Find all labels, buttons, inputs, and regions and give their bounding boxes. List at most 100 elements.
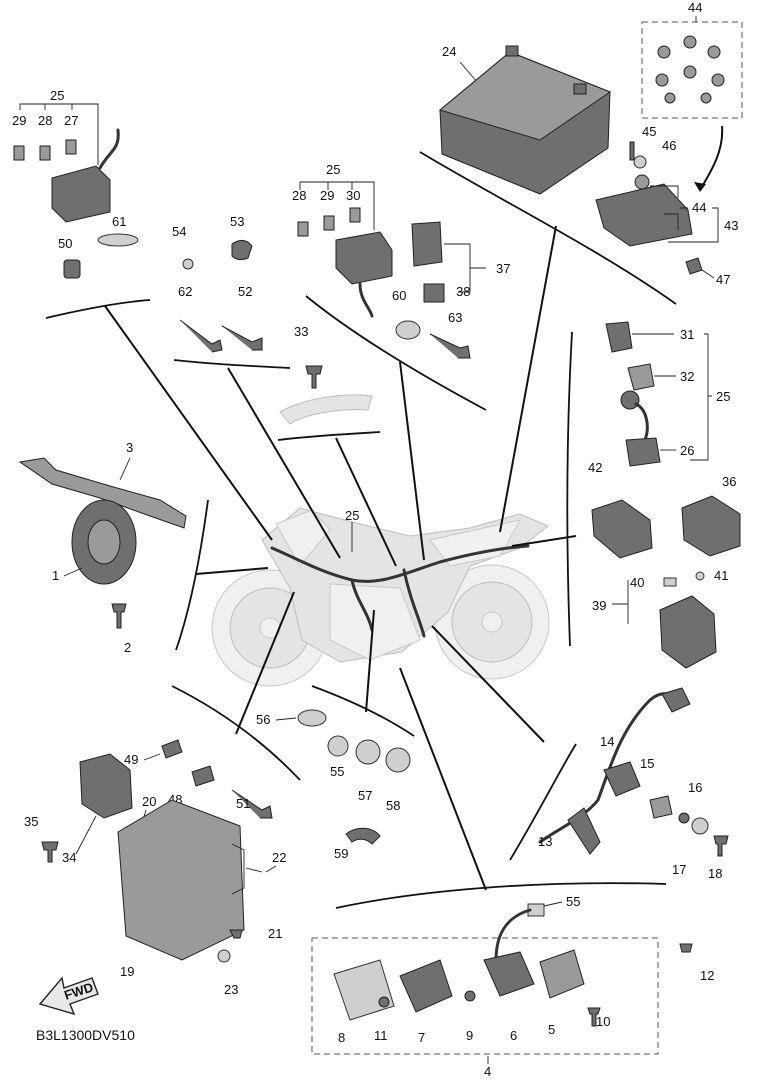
ecu-bracket-icon <box>595 183 693 247</box>
cable-tie-icon <box>179 319 223 353</box>
spacer-icon <box>649 795 673 819</box>
label-36: 36 <box>722 474 736 489</box>
label-46: 46 <box>662 138 676 153</box>
sensor-coupler-icon <box>661 687 691 713</box>
label-6: 6 <box>510 1028 517 1043</box>
label-47: 47 <box>716 272 730 287</box>
fuse-icon <box>13 145 25 161</box>
label-29-center: 29 <box>320 188 334 203</box>
bolt-icon <box>229 929 243 939</box>
label-17: 17 <box>672 862 686 877</box>
label-59: 59 <box>334 846 348 861</box>
label-34: 34 <box>62 850 76 865</box>
label-4: 4 <box>484 1064 491 1079</box>
label-14: 14 <box>600 734 614 749</box>
bolt-icon <box>679 943 693 953</box>
electrical-bracket-icon <box>117 799 245 961</box>
coupler-icon <box>627 363 655 391</box>
relay-fuse-group-center: 25 28 29 30 37 38 60 63 <box>292 162 510 411</box>
label-44-right: 44 <box>692 200 706 215</box>
label-55-center: 55 <box>330 764 344 779</box>
tilt-sensor-icon <box>79 753 133 819</box>
battery-top-icon <box>438 51 612 141</box>
label-52: 52 <box>238 284 252 299</box>
label-33: 33 <box>294 324 308 339</box>
fuse-icon <box>65 139 77 155</box>
clamp-parts-group-left: 49 48 51 <box>124 685 301 819</box>
cable-band-icon <box>97 233 139 247</box>
mount-plate-icon <box>539 949 585 999</box>
label-22: 22 <box>272 850 286 865</box>
bolt-icon <box>587 1007 601 1027</box>
screw-icon <box>629 141 635 161</box>
label-26: 26 <box>680 443 694 458</box>
clamp-icon <box>395 320 421 340</box>
label-60: 60 <box>392 288 406 303</box>
label-19: 19 <box>120 964 134 979</box>
grommet-icon <box>182 258 194 270</box>
sensor-icon <box>567 807 601 855</box>
damper-icon <box>634 174 650 190</box>
bolt-icon <box>111 603 127 629</box>
hose-clamp-icon <box>345 827 381 845</box>
nut-icon <box>685 257 703 275</box>
label-25-center: 25 <box>345 508 359 523</box>
label-9: 9 <box>466 1028 473 1043</box>
horn-group: 3 1 2 <box>18 440 209 655</box>
label-30: 30 <box>346 188 360 203</box>
main-wire-harness <box>270 544 530 638</box>
cover-plate-icon <box>333 959 395 1021</box>
fuse-icon <box>663 577 677 587</box>
label-1: 1 <box>52 568 59 583</box>
label-28-left: 28 <box>38 113 52 128</box>
label-5: 5 <box>548 1022 555 1037</box>
cable-tie-icon <box>221 325 263 351</box>
connector-icon <box>625 437 661 467</box>
label-2: 2 <box>124 640 131 655</box>
terminal-icon <box>573 83 587 95</box>
clamp-parts-group-center: 56 55 57 58 59 <box>256 685 415 861</box>
label-25-upper: 25 <box>326 162 340 177</box>
nut-icon <box>678 812 690 824</box>
starter-relay-icon <box>659 595 717 669</box>
label-39: 39 <box>592 598 606 613</box>
bolt-icon <box>305 365 323 389</box>
cable-band-icon <box>297 709 327 727</box>
label-44-top: 44 <box>688 0 702 15</box>
label-38: 38 <box>456 284 470 299</box>
clip-icon <box>191 765 215 787</box>
bolt-icon <box>713 835 729 857</box>
label-3: 3 <box>126 440 133 455</box>
fuse-icon <box>349 207 361 223</box>
cable-tie-icon <box>231 789 273 819</box>
connector-group-right: 31 32 25 26 42 36 40 41 39 <box>566 321 741 669</box>
sensor-group-right: 13 14 15 16 17 18 <box>509 687 729 881</box>
label-13: 13 <box>538 834 552 849</box>
label-42: 42 <box>588 460 602 475</box>
label-27: 27 <box>64 113 78 128</box>
label-8: 8 <box>338 1030 345 1045</box>
horn-bracket-icon <box>18 457 187 529</box>
label-24: 24 <box>442 44 456 59</box>
label-58: 58 <box>386 798 400 813</box>
label-15: 15 <box>640 756 654 771</box>
rubber-damper-set <box>655 35 725 104</box>
fwd-arrow-icon: FWD <box>38 976 99 1016</box>
coupler-icon <box>620 390 640 410</box>
grommet-icon <box>161 739 183 759</box>
label-53: 53 <box>230 214 244 229</box>
label-43: 43 <box>724 218 738 233</box>
cable-tie-icon <box>429 333 471 359</box>
label-54: 54 <box>172 224 186 239</box>
terminal-icon <box>505 45 519 57</box>
horn-cone-icon <box>87 519 121 565</box>
grommet-icon <box>217 949 231 963</box>
label-21: 21 <box>268 926 282 941</box>
label-25-right: 25 <box>716 389 730 404</box>
label-63: 63 <box>448 310 462 325</box>
fuse-icon <box>39 145 51 161</box>
clamp-icon <box>63 259 81 279</box>
battery-group: 24 <box>419 44 677 305</box>
solenoid-icon <box>483 951 535 997</box>
sensor-holder-icon <box>603 761 641 797</box>
